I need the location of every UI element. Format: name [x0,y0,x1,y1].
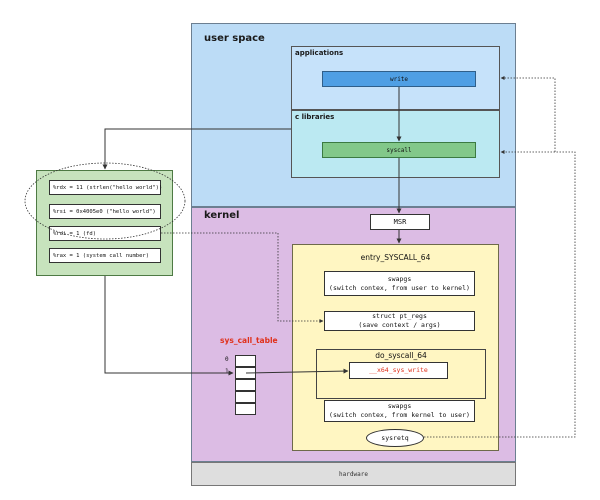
syscall-label: syscall [386,146,412,154]
pt-regs-line2: (save context / args) [358,321,441,329]
swapgs-top-line1: swapgs [387,274,412,283]
sys-call-table-cell [235,355,256,367]
hardware-label: hardware [339,470,368,478]
hardware-region: hardware [191,462,516,486]
c-libraries-title: c libraries [295,113,335,121]
write-call-box: write [322,71,476,87]
sysretq-ellipse: sysretq [366,429,424,447]
kernel-title: kernel [204,210,240,221]
swapgs-user-to-kernel-box: swapgs (switch contex, from user to kern… [324,271,475,296]
swapgs-kernel-to-user-box: swapgs (switch contex, from kernel to us… [324,400,475,422]
msr-box: MSR [370,214,430,230]
sys-call-table-cell [235,379,256,391]
syscall-box: syscall [322,142,476,158]
sys-call-table-index-1: 1 [225,368,229,375]
x64-sys-write-box: __x64_sys_write [349,362,448,379]
x64-sys-write-label: __x64_sys_write [369,366,428,375]
register-rdi: %rdi = 1 (fd) [49,226,161,241]
register-rax: %rax = 1 (system call number) [49,248,161,263]
sys-call-table-cell [235,403,256,415]
do-syscall-64-title: do_syscall_64 [375,351,427,360]
msr-label: MSR [393,218,407,226]
register-rsi: %rsi = 0x4005e0 ("hello world") [49,204,161,219]
swapgs-bottom-line2: (switch contex, from kernel to user) [329,411,470,419]
pt-regs-line1: struct pt_regs [372,312,427,321]
sysretq-label: sysretq [381,434,409,442]
sys-call-table-cell [235,391,256,403]
register-rdx: %rdx = 11 (strlen("hello world")) [49,180,162,195]
applications-title: applications [295,49,344,57]
user-space-title: user space [204,33,265,44]
entry-syscall-64-title: entry_SYSCALL_64 [360,253,431,262]
write-label: write [389,75,409,83]
swapgs-top-line2: (switch contex, from user to kernel) [329,283,470,292]
sys-call-table-cell [235,367,256,379]
sys-call-table-title: sys_call_table [220,336,278,345]
swapgs-bottom-line1: swapgs [387,402,412,411]
sys-call-table-index-0: 0 [225,356,229,363]
pt-regs-box: struct pt_regs (save context / args) [324,311,475,331]
